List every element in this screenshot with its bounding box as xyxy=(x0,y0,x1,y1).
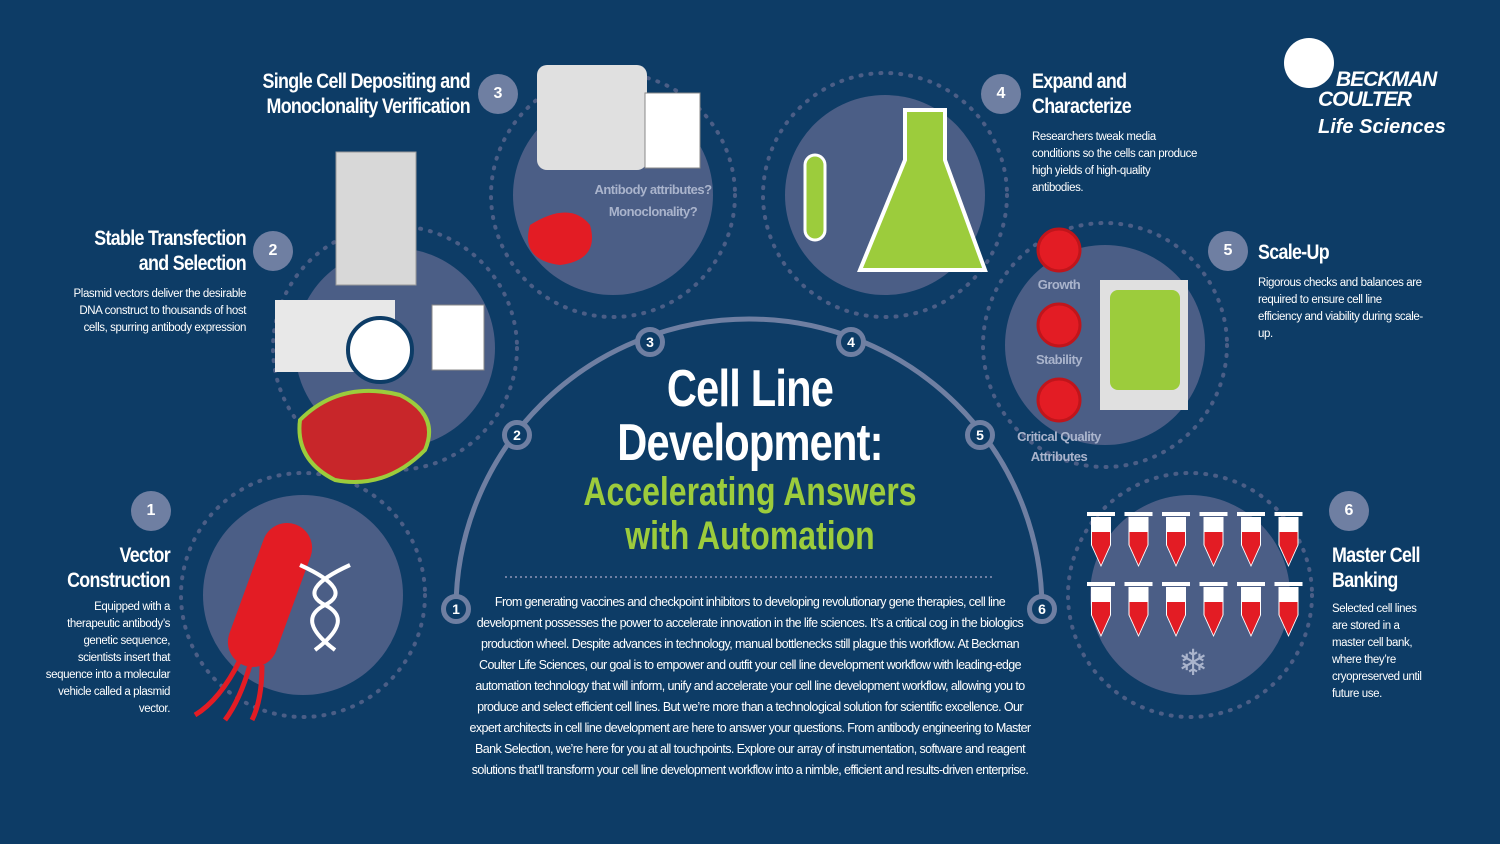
step-5-badge: 5 xyxy=(1208,231,1248,271)
step-1-badge: 1 xyxy=(131,491,171,531)
arc-node-3: 3 xyxy=(635,327,665,357)
step-3-question-2: Monoclonality? xyxy=(608,204,698,219)
step-2-badge: 2 xyxy=(253,231,293,271)
cryo-tube-icon xyxy=(1199,582,1228,637)
arc-node-4: 4 xyxy=(836,327,866,357)
arc-node-6: 6 xyxy=(1027,594,1057,624)
step-3-question-1: Antibody attributes? xyxy=(594,182,712,197)
check-cqa: Critical Quality Attributes xyxy=(1017,429,1101,464)
intro-paragraph: From generating vaccines and checkpoint … xyxy=(469,595,1031,777)
main-title: Cell Line Development: Accelerating Answ… xyxy=(583,360,917,558)
arc-node-5: 5 xyxy=(965,420,995,450)
cryo-tube-icon xyxy=(1087,512,1115,567)
cryo-tube-icon xyxy=(1274,512,1303,567)
step-5-text: Scale-Up Rigorous checks and balances ar… xyxy=(1258,241,1423,340)
step-2-text: Stable Transfection and Selection Plasmi… xyxy=(73,227,247,334)
step-6-badge: 6 xyxy=(1329,491,1369,531)
cryo-tube-icon xyxy=(1274,582,1303,637)
step-4-text: Expand and Characterize Researchers twea… xyxy=(1032,70,1197,194)
cryo-tube-icon xyxy=(1199,512,1228,567)
step-4-badge: 4 xyxy=(981,74,1021,114)
cryo-tube-icon xyxy=(1124,512,1153,567)
cryo-tube-icon xyxy=(1162,512,1190,567)
check-stability: Stability xyxy=(1035,352,1083,367)
snowflake-icon: ❄ xyxy=(1178,642,1209,683)
step-3-badge: 3 xyxy=(478,74,518,114)
cryo-tube-icon xyxy=(1124,582,1153,637)
arc-node-2: 2 xyxy=(502,420,532,450)
arc-node-1: 1 xyxy=(441,594,471,624)
cryo-tube-icon xyxy=(1087,582,1115,637)
cryo-tube-icon xyxy=(1237,512,1265,567)
logo-mark-icon xyxy=(1284,38,1334,88)
step-1-text: Vector Construction Equipped with a ther… xyxy=(45,544,171,715)
step-3-text: Single Cell Depositing and Monoclonality… xyxy=(262,70,471,118)
cryo-tube-icon xyxy=(1162,582,1190,637)
step-6-text: Master Cell Banking Selected cell lines … xyxy=(1332,544,1422,700)
cryo-tube-icon xyxy=(1237,582,1265,637)
check-growth: Growth xyxy=(1037,277,1081,292)
